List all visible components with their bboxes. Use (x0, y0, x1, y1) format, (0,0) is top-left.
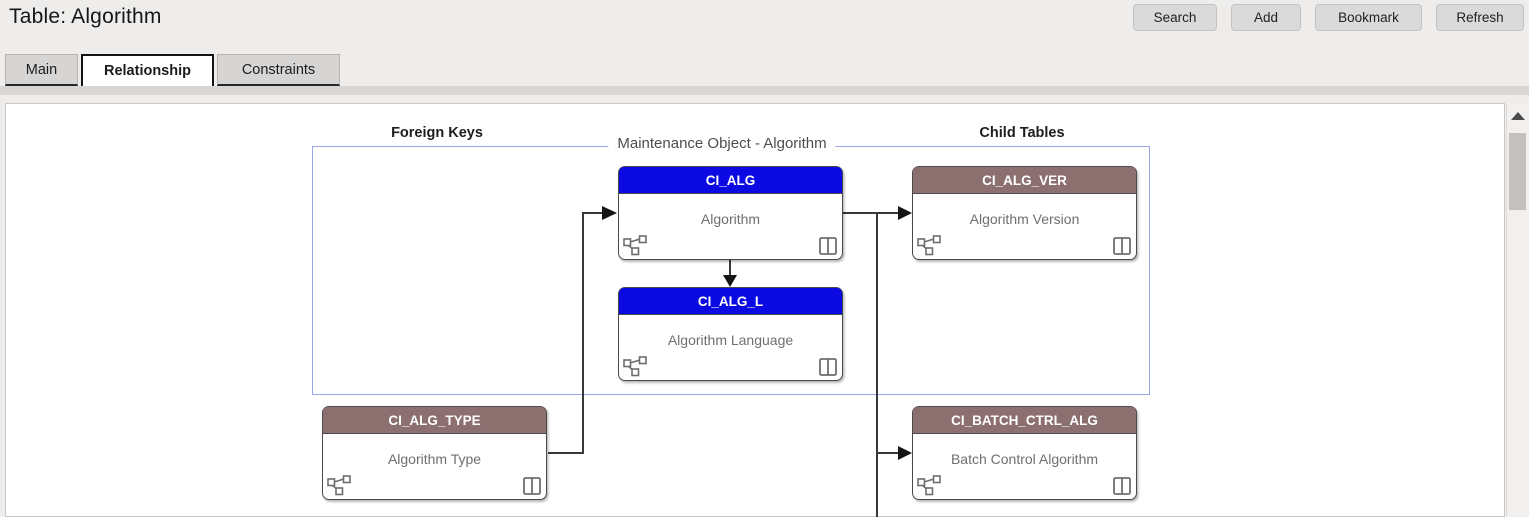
relationship-icon[interactable] (623, 235, 647, 256)
tab-constraints[interactable]: Constraints (217, 54, 340, 86)
maintenance-object-group-label: Maintenance Object - Algorithm (608, 135, 836, 152)
scrollbar-thumb[interactable] (1509, 133, 1526, 210)
table-box-ci-batch-ctrl-alg[interactable]: CI_BATCH_CTRL_ALG Batch Control Algorith… (912, 406, 1137, 500)
table-box-title: CI_ALG (619, 167, 842, 194)
table-box-label: Algorithm Type (387, 451, 482, 467)
columns-icon[interactable] (1113, 237, 1131, 255)
table-box-title: CI_BATCH_CTRL_ALG (913, 407, 1136, 434)
table-box-label: Algorithm Version (969, 211, 1080, 227)
child-tables-header: Child Tables (979, 125, 1065, 141)
table-box-label: Algorithm Language (667, 332, 794, 348)
scroll-up-icon (1510, 112, 1525, 120)
vertical-scrollbar[interactable] (1506, 104, 1528, 516)
columns-icon[interactable] (819, 358, 837, 376)
table-box-title: CI_ALG_TYPE (323, 407, 546, 434)
relationship-icon[interactable] (917, 475, 941, 496)
refresh-button[interactable]: Refresh (1436, 4, 1524, 31)
bookmark-button[interactable]: Bookmark (1315, 4, 1422, 31)
table-box-ci-alg-ver[interactable]: CI_ALG_VER Algorithm Version (912, 166, 1137, 260)
table-box-ci-alg[interactable]: CI_ALG Algorithm (618, 166, 843, 260)
scroll-up-button[interactable] (1507, 104, 1528, 128)
header-buttons: Search Add Bookmark Refresh (1133, 4, 1524, 31)
tab-strip-divider (0, 86, 1529, 95)
relationship-icon[interactable] (917, 235, 941, 256)
columns-icon[interactable] (819, 237, 837, 255)
table-box-title: CI_ALG_VER (913, 167, 1136, 194)
app-header: Table: Algorithm Search Add Bookmark Ref… (0, 0, 1529, 46)
search-button[interactable]: Search (1133, 4, 1217, 31)
tab-bar: Main Relationship Constraints (5, 54, 343, 86)
relationship-icon[interactable] (623, 356, 647, 377)
table-box-label: Batch Control Algorithm (950, 451, 1099, 467)
relationship-icon[interactable] (327, 475, 351, 496)
table-box-ci-alg-l[interactable]: CI_ALG_L Algorithm Language (618, 287, 843, 381)
table-box-label: Algorithm (700, 211, 761, 227)
columns-icon[interactable] (1113, 477, 1131, 495)
add-button[interactable]: Add (1231, 4, 1301, 31)
tab-main[interactable]: Main (5, 54, 78, 86)
columns-icon[interactable] (523, 477, 541, 495)
table-box-title: CI_ALG_L (619, 288, 842, 315)
foreign-keys-header: Foreign Keys (391, 125, 483, 141)
page-title: Table: Algorithm (9, 5, 162, 28)
table-box-ci-alg-type[interactable]: CI_ALG_TYPE Algorithm Type (322, 406, 547, 500)
tab-relationship[interactable]: Relationship (81, 54, 214, 86)
